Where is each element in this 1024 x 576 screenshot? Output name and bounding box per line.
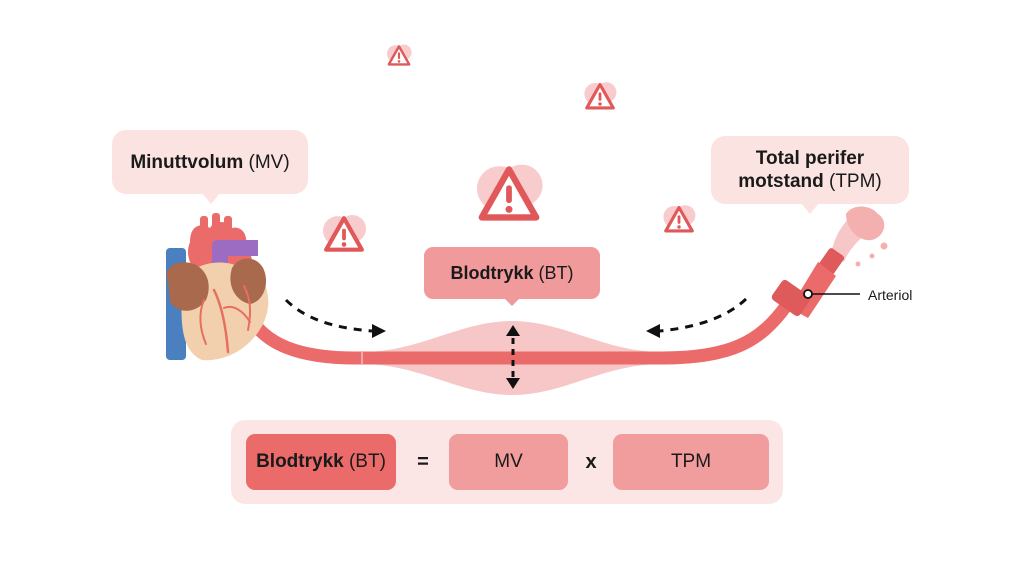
tpm-label-pointer: [801, 203, 819, 214]
bt-label-abbr: (BT): [538, 262, 574, 283]
dashed-arrow-icon: [646, 297, 748, 338]
warning-icon: [477, 165, 543, 218]
double-arrow-icon: [506, 325, 520, 389]
tpm-label: Total perifer motstand (TPM): [711, 136, 909, 204]
mv-label-pointer: [202, 193, 220, 204]
bt-label: Blodtrykk (BT): [424, 247, 600, 299]
arteriole-icon: [771, 206, 888, 318]
formula-bt: Blodtrykk (BT): [246, 434, 396, 490]
formula-bt-abbr: (BT): [348, 451, 386, 472]
bt-label-pointer: [504, 298, 520, 306]
tpm-label-abbr: (TPM): [829, 171, 882, 192]
warning-icon: [661, 203, 697, 233]
formula-equals: =: [417, 450, 429, 473]
dashed-arrow-icon: [284, 298, 386, 338]
warning-icon: [323, 215, 366, 250]
formula-tpm: TPM: [613, 434, 769, 490]
formula-panel: Blodtrykk (BT) = MV x TPM: [231, 420, 783, 504]
mv-label-abbr: (MV): [248, 151, 290, 173]
formula-mv: MV: [449, 434, 568, 490]
mv-label: Minuttvolum (MV): [112, 130, 308, 194]
warning-icon: [582, 80, 618, 110]
tpm-label-bold: motstand: [738, 171, 824, 192]
bt-label-bold: Blodtrykk: [450, 262, 534, 283]
heart-icon: [166, 213, 269, 361]
formula-bt-bold: Blodtrykk: [256, 451, 344, 472]
formula-times: x: [585, 450, 597, 473]
blood-vessel: [239, 299, 793, 365]
mv-label-bold: Minuttvolum: [130, 151, 244, 173]
warning-icon: [385, 43, 413, 66]
tpm-label-line1: Total perifer: [755, 148, 865, 169]
arteriol-label: Arteriol: [868, 287, 913, 303]
